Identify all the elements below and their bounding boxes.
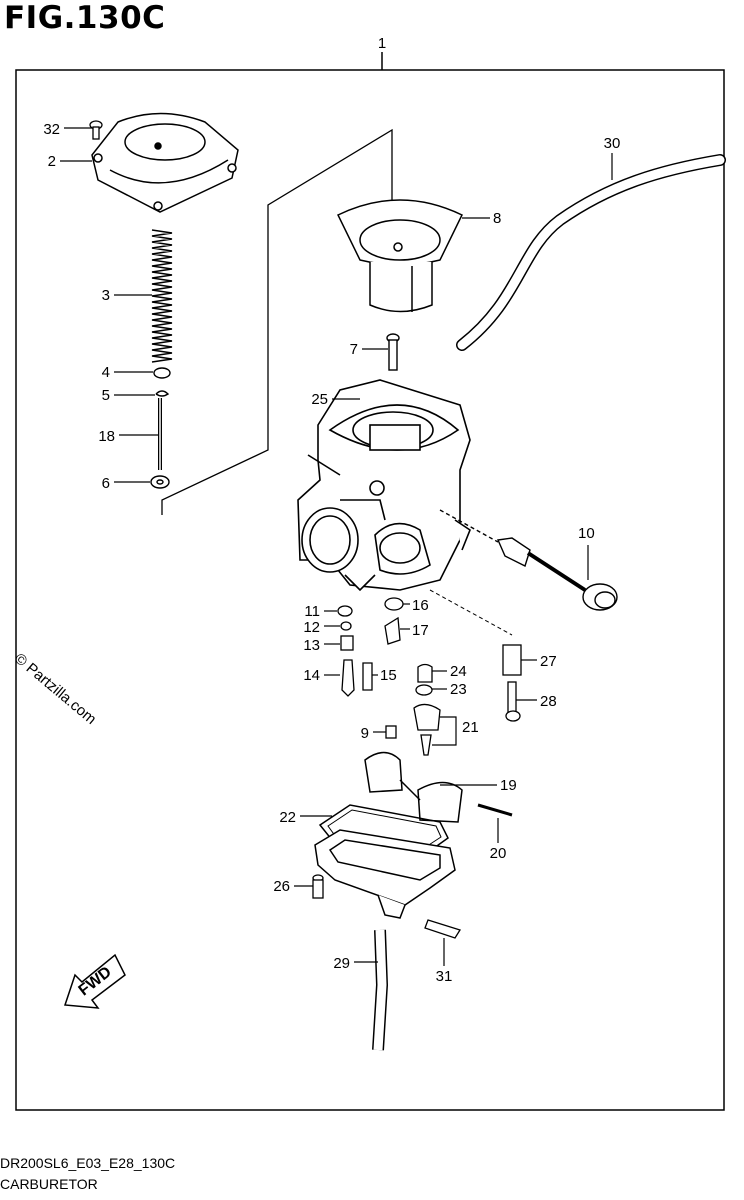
callout-label: 16: [412, 597, 429, 614]
callout-label: 4: [102, 364, 110, 381]
top-cover-part: [91, 112, 239, 213]
callout-label: 13: [303, 637, 320, 654]
callout-label: 1: [378, 35, 386, 52]
carburetor-body-part: [297, 379, 471, 592]
o-ring-23-part: [415, 684, 433, 696]
spring-small-part: [340, 635, 354, 651]
footer-code: DR200SL6_E03_E28_130C: [0, 1155, 176, 1171]
throttle-stop-screw-part: [386, 333, 400, 371]
callout-label: 30: [604, 135, 621, 152]
footer-name: CARBURETOR: [0, 1176, 98, 1192]
diaphragm-piston-part: [336, 199, 464, 313]
screw-28-part: [505, 681, 521, 722]
drain-hose-part: [372, 929, 389, 1051]
cap-24-part: [417, 663, 433, 683]
callout-bracket: [432, 716, 457, 746]
callout-label: 24: [450, 663, 467, 680]
callout-label: 2: [48, 153, 56, 170]
callout-label: 15: [380, 667, 397, 684]
vent-hose-part: [456, 154, 726, 351]
callout-label: 19: [500, 777, 517, 794]
callout-label: 10: [578, 525, 595, 542]
callout-label: 28: [540, 693, 557, 710]
screw-26-part: [312, 874, 324, 899]
washer-small-part: [340, 621, 352, 631]
figure-title: FIG.130C: [4, 0, 166, 36]
float-chamber-part: [314, 829, 456, 919]
screw-9-part: [385, 725, 397, 739]
fwd-arrow-icon: FWD: [63, 953, 126, 1009]
washer-part: [153, 367, 171, 379]
diagram-frame: [15, 69, 725, 1111]
clip-part: [155, 390, 170, 397]
callout-label: 17: [412, 622, 429, 639]
plunger-part: [341, 659, 355, 697]
callout-label: 21: [462, 719, 479, 736]
needle-valve-part: [420, 734, 432, 756]
callout-label: 32: [43, 121, 60, 138]
callout-label: 20: [490, 845, 507, 862]
washer-16-part: [384, 597, 404, 611]
callout-label: 26: [273, 878, 290, 895]
callout-label: 7: [350, 341, 358, 358]
callout-label: 3: [102, 287, 110, 304]
callout-label: 18: [98, 428, 115, 445]
pilot-jet-part: [362, 662, 373, 691]
callout-label: 29: [333, 955, 350, 972]
callout-label: 5: [102, 387, 110, 404]
callout-label: 25: [311, 391, 328, 408]
callout-label: 9: [361, 725, 369, 742]
needle-valve-seat-part: [413, 703, 441, 731]
assembly-bracket: [161, 128, 393, 515]
callout-label: 11: [304, 603, 320, 620]
callout-label: 14: [303, 667, 320, 684]
callout-label: 8: [493, 210, 501, 227]
jet-17-part: [384, 616, 401, 645]
float-pin-part: [477, 803, 513, 817]
spring-27-part: [502, 644, 522, 676]
screw-part: [89, 120, 103, 140]
drain-screw-part: [424, 919, 461, 939]
callout-label: 27: [540, 653, 557, 670]
needle-seat-part: [150, 475, 170, 489]
callout-label: 12: [303, 619, 320, 636]
starter-cable-part: [439, 509, 618, 611]
callout-label: 6: [102, 475, 110, 492]
float-part: [364, 751, 463, 823]
callout-label: 23: [450, 681, 467, 698]
spring-part: [151, 229, 173, 363]
o-ring-small-part: [337, 605, 353, 617]
callout-label: 31: [436, 968, 453, 985]
callout-label: 22: [279, 809, 296, 826]
